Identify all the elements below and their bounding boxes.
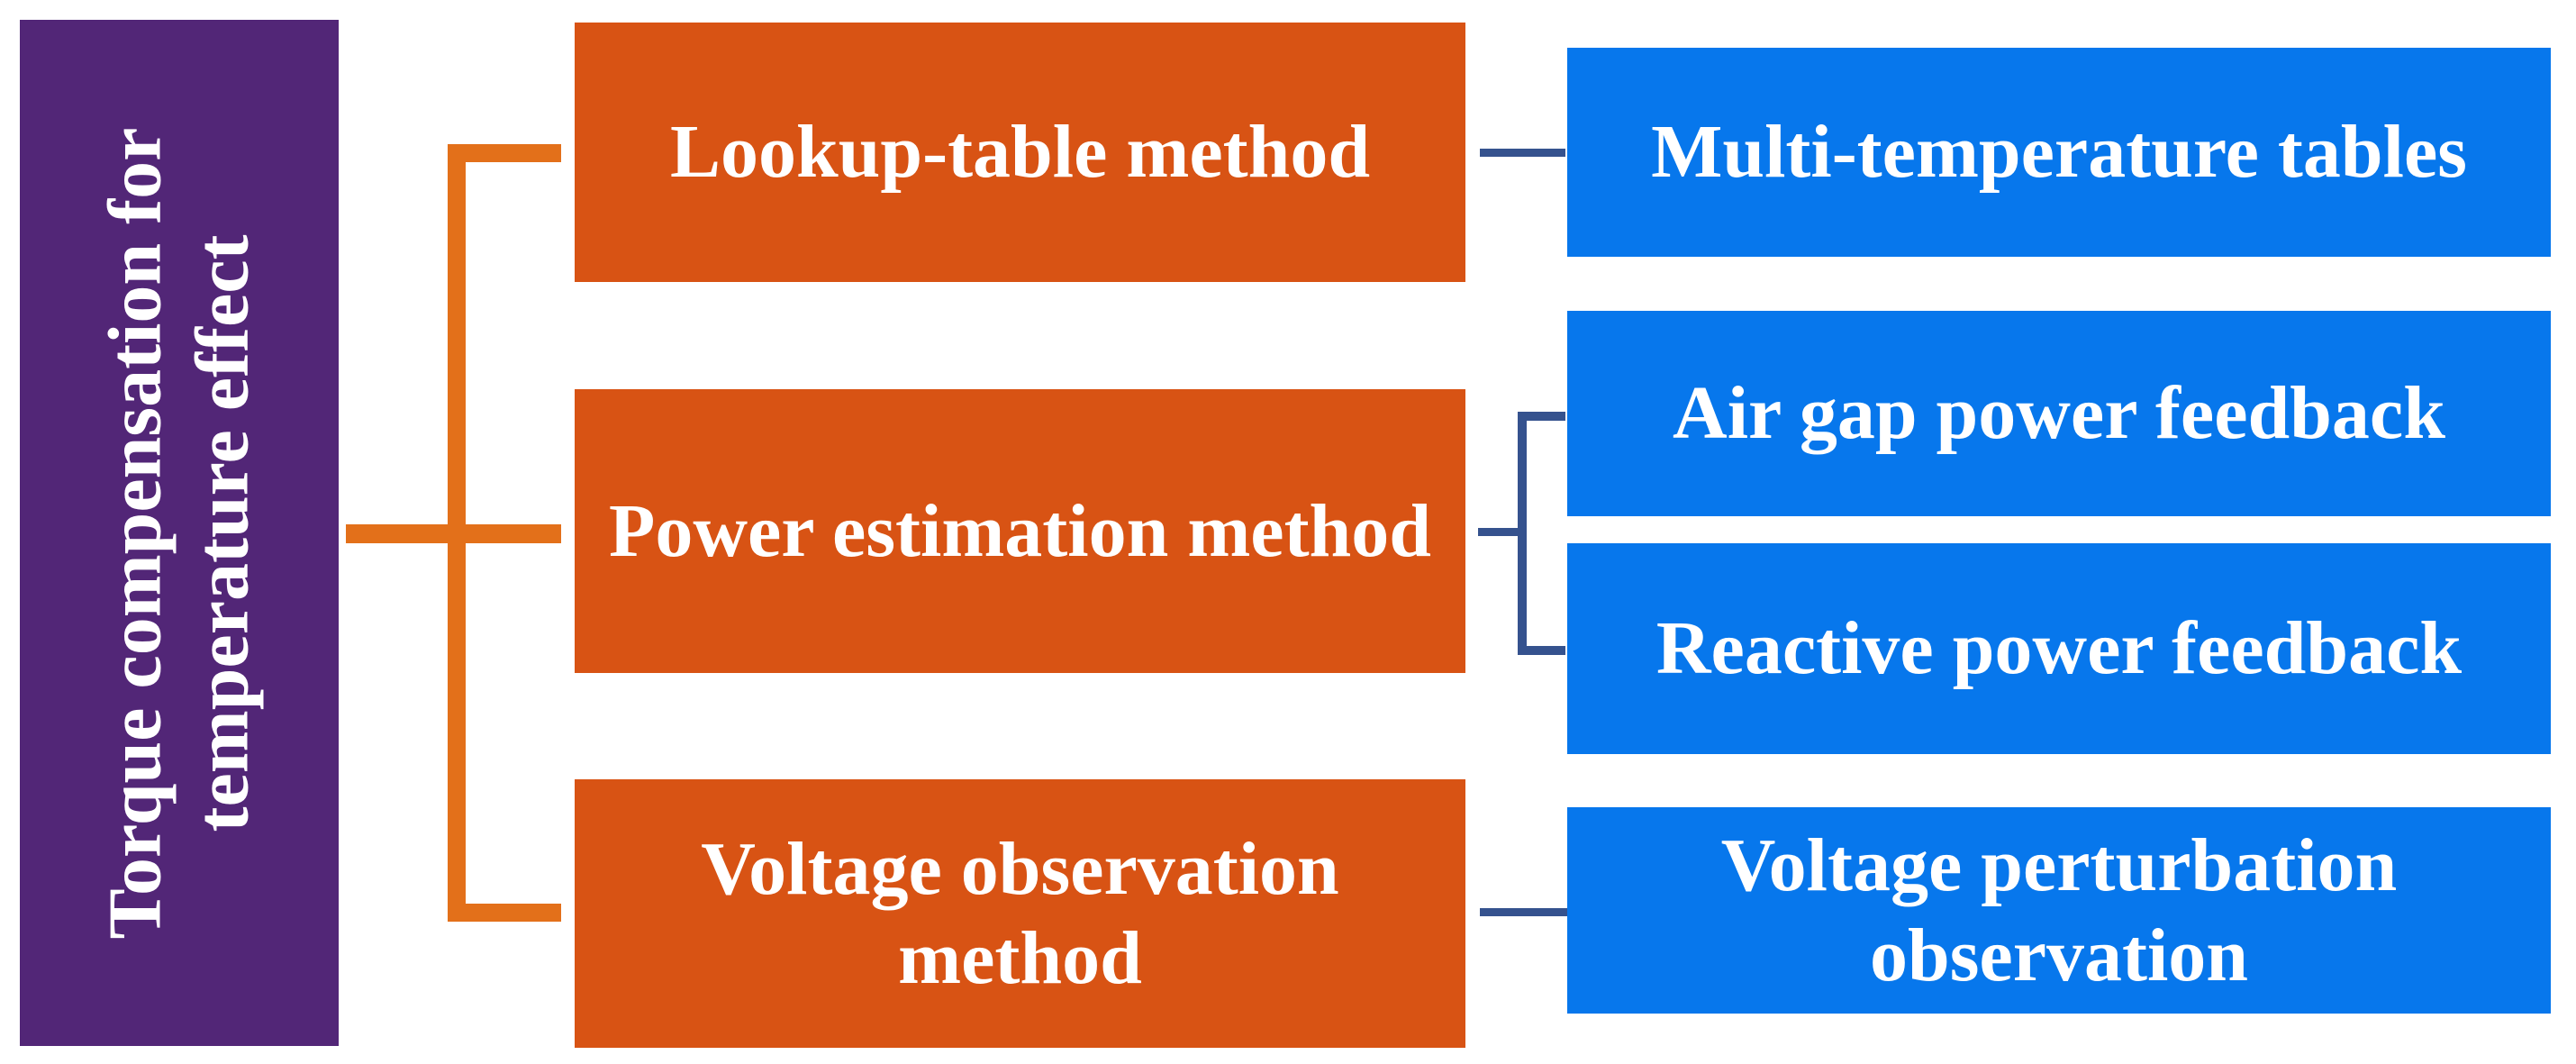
leaf-node-multi-temperature-tables: Multi-temperature tables (1567, 48, 2551, 257)
connector-method3-to-leaf4 (1480, 908, 1567, 916)
method-node-voltage-observation: Voltage observation method (575, 779, 1465, 1048)
method3-label-line1: Voltage observation (701, 826, 1339, 911)
connector-root-to-trunk (346, 524, 561, 543)
connector-method2-to-leaf3 (1518, 646, 1565, 655)
root-node-label: Torque compensation for temperature effe… (92, 33, 266, 1033)
root-label-line2: temperature effect (180, 233, 264, 832)
method-node-lookup-table: Lookup-table method (575, 23, 1465, 282)
leaf-node-air-gap-power-feedback: Air gap power feedback (1567, 311, 2551, 516)
leaf-node-reactive-power-feedback: Reactive power feedback (1567, 543, 2551, 754)
leaf4-label-line1: Voltage perturbation (1720, 823, 2398, 908)
connector-method1-to-leaf1 (1480, 149, 1565, 157)
method1-label: Lookup-table method (669, 110, 1371, 195)
connector-method2-bracket-vertical (1518, 412, 1527, 655)
connector-method2-stem (1478, 528, 1522, 536)
method-node-power-estimation: Power estimation method (575, 389, 1465, 673)
leaf2-label: Air gap power feedback (1673, 371, 2445, 456)
connector-trunk-to-method1 (448, 144, 561, 162)
connector-method2-to-leaf2 (1518, 412, 1565, 421)
method3-label-line2: method (898, 916, 1142, 1000)
leaf4-label-line2: observation (1870, 913, 2248, 997)
method2-label: Power estimation method (609, 488, 1431, 573)
root-label-line1: Torque compensation for (93, 127, 177, 939)
leaf-node-voltage-perturbation-observation: Voltage perturbation observation (1567, 807, 2551, 1014)
connector-trunk-to-method3 (448, 904, 561, 922)
leaf3-label: Reactive power feedback (1655, 606, 2463, 691)
leaf1-label: Multi-temperature tables (1651, 110, 2467, 195)
root-node-torque-compensation: Torque compensation for temperature effe… (20, 20, 339, 1046)
